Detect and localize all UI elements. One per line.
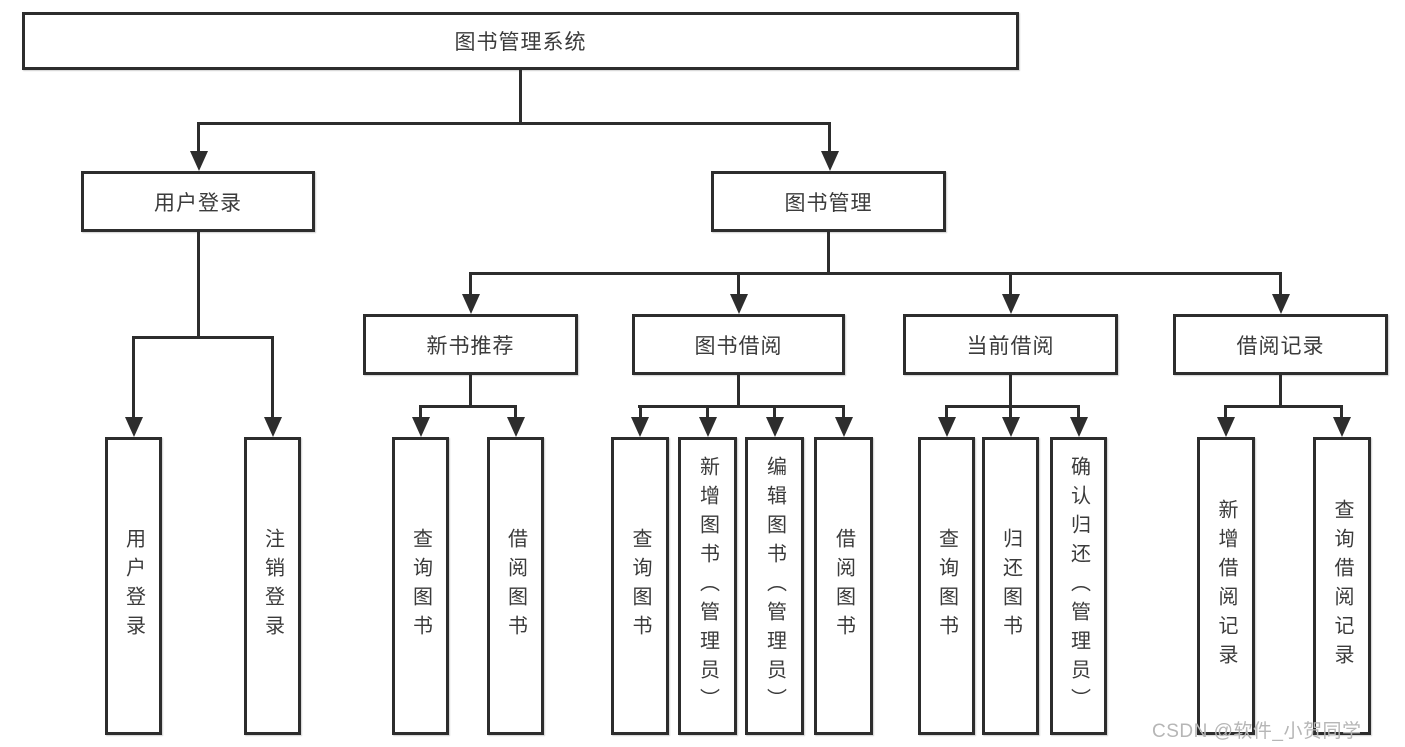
- node-borrowing-records: 借阅记录: [1173, 314, 1388, 375]
- connector-book-borrowing-stem: [737, 373, 740, 408]
- arrow-to-leaf-confirm-return: [1069, 408, 1088, 437]
- arrow-to-leaf-add-books: [698, 408, 717, 437]
- connector-new-book-recommend-bar: [419, 405, 517, 408]
- connector-new-book-recommend-stem: [469, 373, 472, 408]
- node-book-borrowing: 图书借阅: [632, 314, 845, 375]
- arrow-to-leaf-add-borrow-record: [1216, 408, 1235, 437]
- csdn-watermark: CSDN @软件_小贺同学: [1152, 721, 1362, 742]
- node-book-management: 图书管理: [711, 171, 946, 232]
- leaf-add-books-admin: 新增图书（管理员）: [678, 437, 737, 735]
- connector-borrowing-records-stem: [1279, 373, 1282, 408]
- arrow-to-leaf-return-books: [1001, 408, 1020, 437]
- arrow-to-user-login: [189, 125, 208, 171]
- leaf-confirm-return-admin: 确认归还（管理员）: [1050, 437, 1107, 735]
- connector-root-bar: [197, 122, 831, 125]
- arrow-to-leaf-borrow-books-1: [506, 408, 525, 437]
- node-current-borrowing: 当前借阅: [903, 314, 1118, 375]
- connector-borrowing-records-bar: [1224, 405, 1343, 408]
- arrow-to-book-borrowing: [729, 275, 748, 314]
- arrow-to-borrowing-records: [1271, 275, 1290, 314]
- leaf-borrow-books-2: 借阅图书: [814, 437, 873, 735]
- connector-user-login-stem: [197, 230, 200, 339]
- connector-book-borrowing-bar: [638, 405, 845, 408]
- arrow-to-leaf-query-books-1: [411, 408, 430, 437]
- arrow-to-leaf-query-borrow-record: [1332, 408, 1351, 437]
- leaf-borrow-books-1: 借阅图书: [487, 437, 544, 735]
- connector-book-management-bar: [469, 272, 1282, 275]
- connector-current-borrowing-stem: [1009, 373, 1012, 408]
- leaf-query-books-1: 查询图书: [392, 437, 449, 735]
- arrow-to-leaf-user-login: [124, 339, 143, 437]
- arrow-to-leaf-borrow-books-2: [834, 408, 853, 437]
- node-new-book-recommend: 新书推荐: [363, 314, 578, 375]
- leaf-query-books-2: 查询图书: [611, 437, 669, 735]
- leaf-logout: 注销登录: [244, 437, 301, 735]
- arrow-to-leaf-query-books-2: [631, 408, 649, 437]
- node-root: 图书管理系统: [22, 12, 1019, 70]
- leaf-query-borrow-record: 查询借阅记录: [1313, 437, 1371, 735]
- connector-user-login-bar: [132, 336, 274, 339]
- arrow-to-new-book-recommend: [461, 275, 480, 314]
- arrow-to-current-borrowing: [1001, 275, 1020, 314]
- arrow-to-leaf-query-books-3: [937, 408, 956, 437]
- connector-book-management-stem: [827, 230, 830, 275]
- node-user-login: 用户登录: [81, 171, 315, 232]
- arrow-to-leaf-logout: [263, 339, 282, 437]
- connector-root-stem: [519, 68, 522, 125]
- arrow-to-leaf-edit-books: [765, 408, 784, 437]
- leaf-user-login: 用户登录: [105, 437, 162, 735]
- leaf-edit-books-admin: 编辑图书（管理员）: [745, 437, 804, 735]
- leaf-return-books: 归还图书: [982, 437, 1039, 735]
- connector-current-borrowing-bar: [945, 405, 1080, 408]
- leaf-add-borrow-record: 新增借阅记录: [1197, 437, 1255, 735]
- leaf-query-books-3: 查询图书: [918, 437, 975, 735]
- arrow-to-book-management: [820, 125, 839, 171]
